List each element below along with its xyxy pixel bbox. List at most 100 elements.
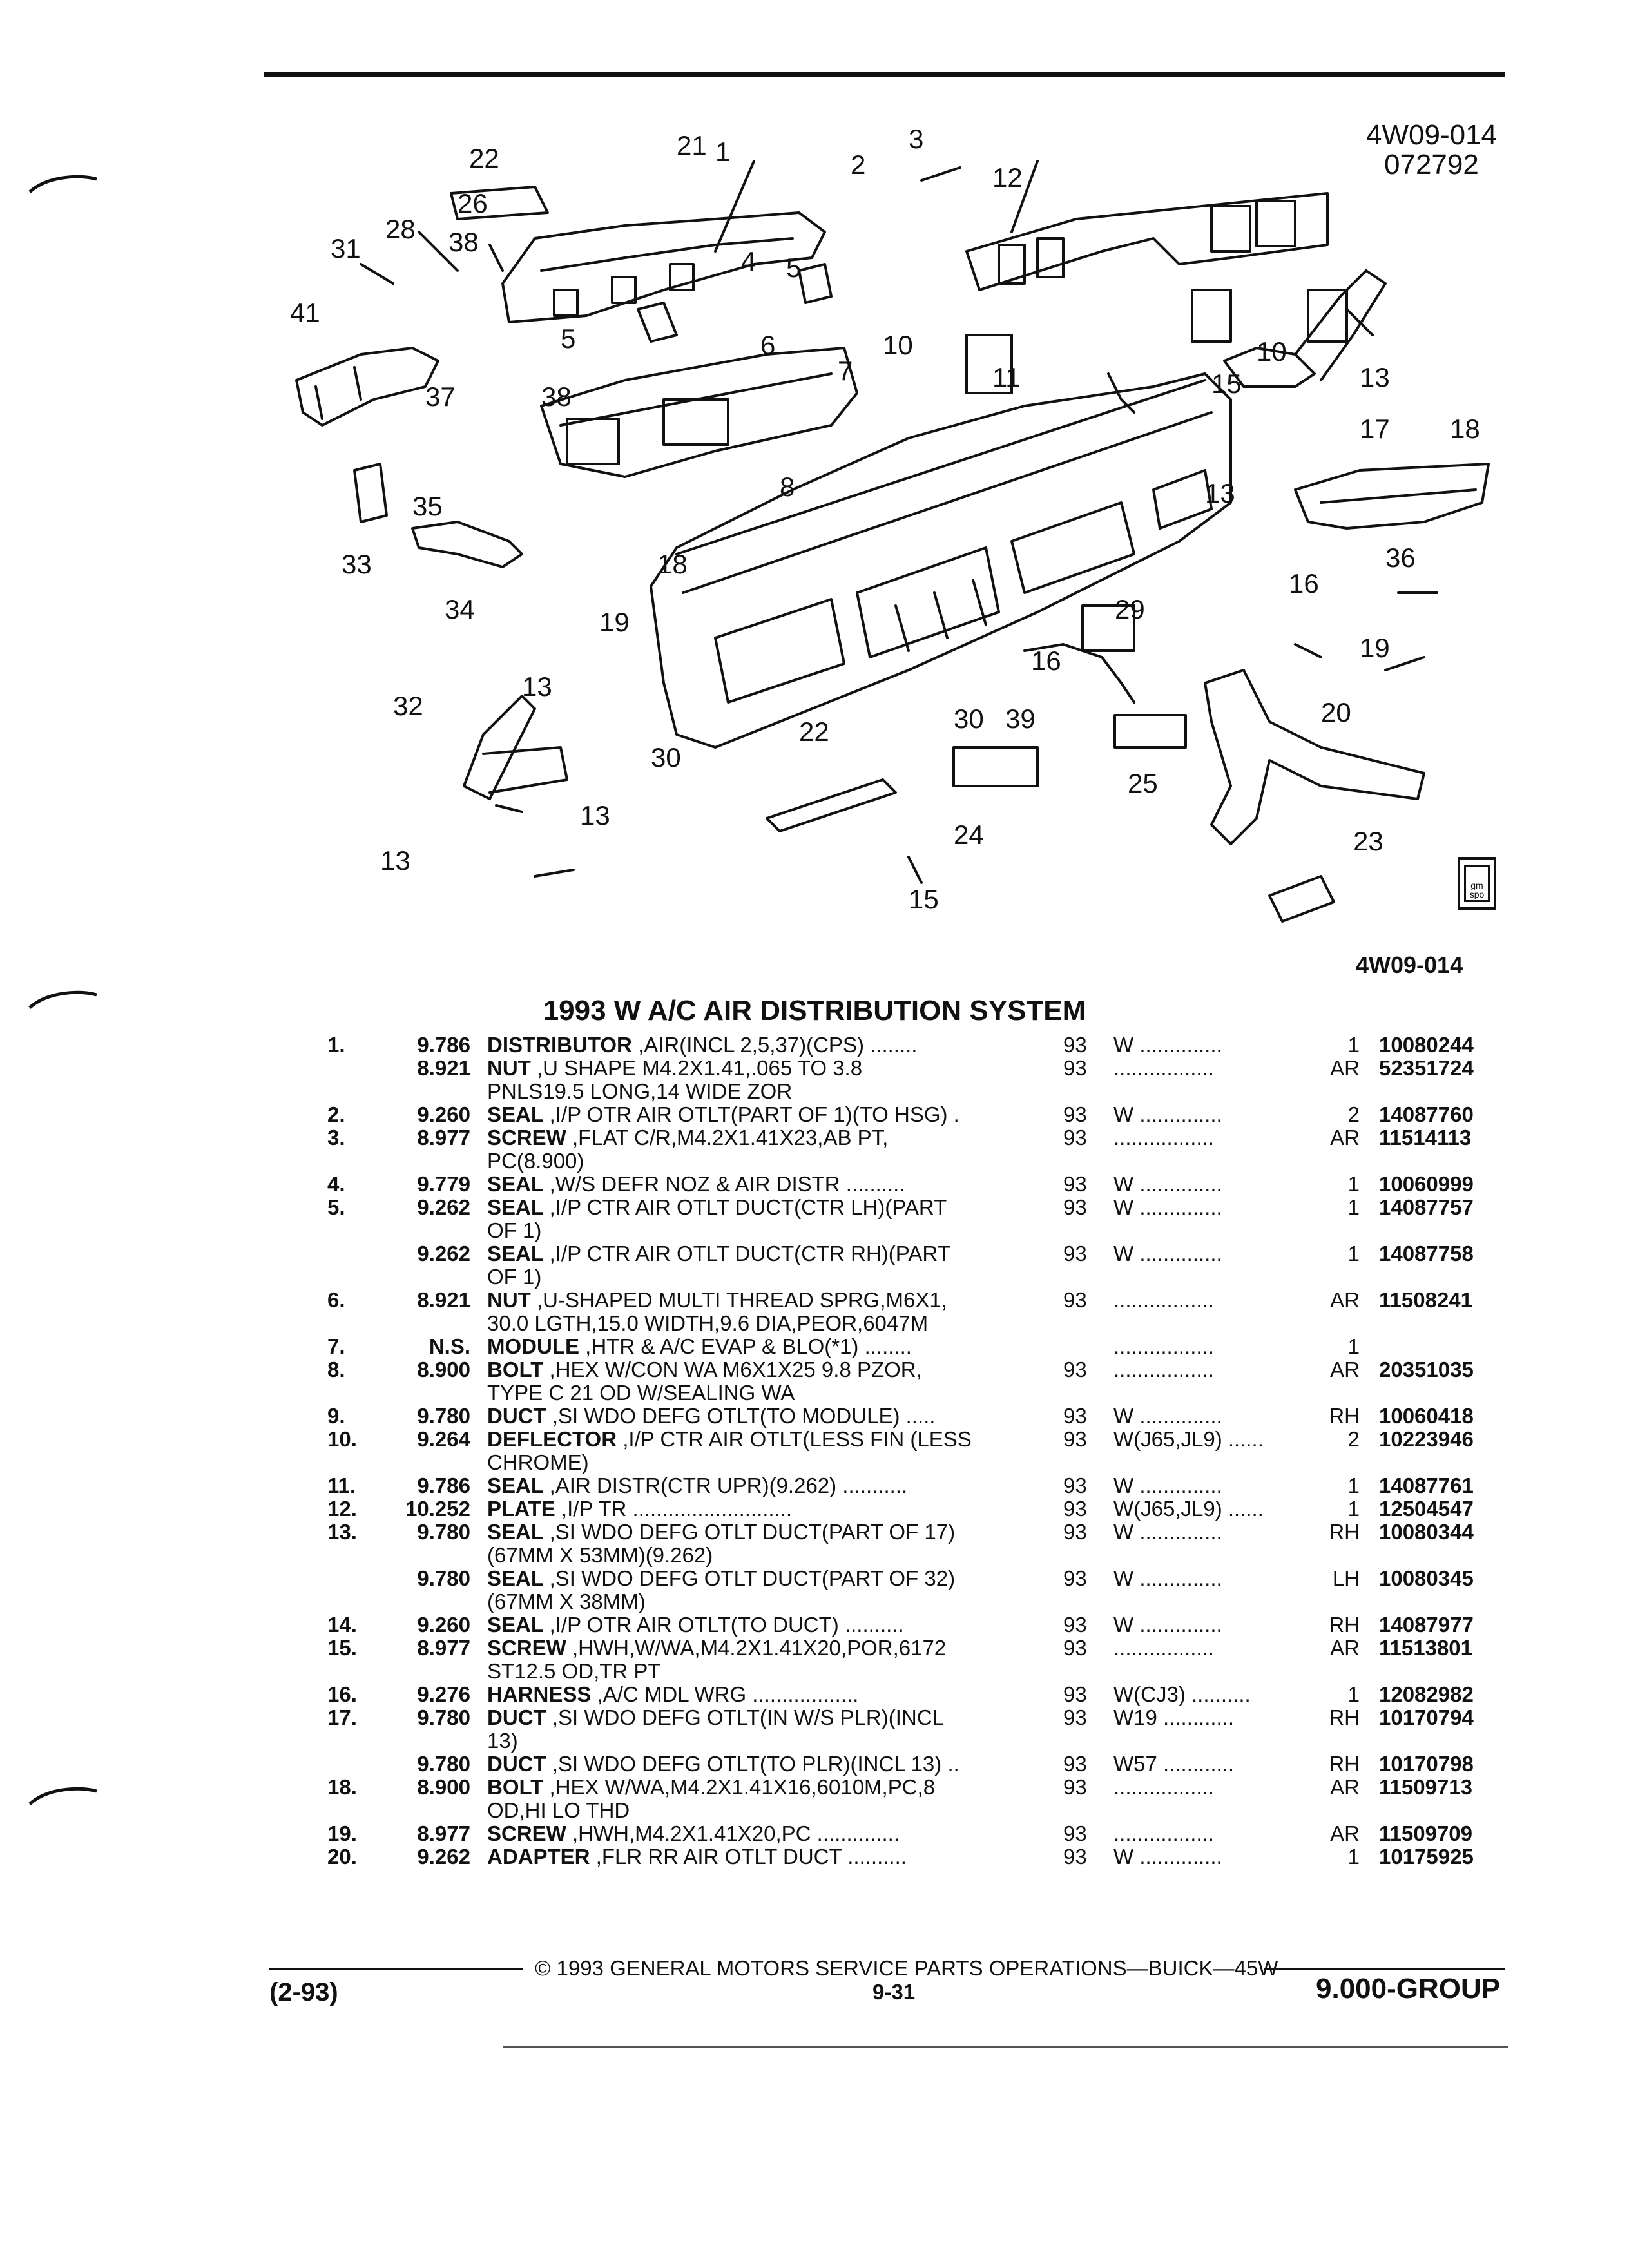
model-year: 93	[1063, 1845, 1087, 1869]
quantity: RH	[1329, 1752, 1360, 1776]
part-description: ,I/P CTR AIR OTLT(LESS FIN (LESS	[622, 1427, 972, 1451]
model: W ..............	[1113, 1520, 1222, 1544]
part-name: PLATE ,I/P TR ..........................…	[487, 1497, 792, 1521]
part-description: ,I/P CTR AIR OTLT DUCT(CTR LH)(PART	[549, 1195, 947, 1219]
group-number: 9.786	[417, 1474, 470, 1497]
group-number: 9.786	[417, 1033, 470, 1057]
part-name: SCREW ,HWH,M4.2X1.41X20,PC .............…	[487, 1822, 900, 1845]
part-index: 11.	[327, 1474, 356, 1497]
part-name-text: SEAL	[487, 1242, 544, 1265]
part-number: 14087757	[1379, 1195, 1474, 1219]
model: W57 ............	[1113, 1752, 1235, 1776]
part-name-text: SEAL	[487, 1613, 544, 1637]
callout: 13	[1205, 478, 1235, 508]
group-number: 9.262	[417, 1195, 470, 1219]
model: W ..............	[1113, 1404, 1222, 1428]
callout: 24	[954, 820, 984, 850]
part-name: SEAL ,I/P OTR AIR OTLT(TO DUCT) ........…	[487, 1613, 904, 1637]
callout: 30	[651, 742, 681, 773]
callout: 5	[786, 253, 801, 283]
footer-rule-left	[269, 1968, 523, 1970]
quantity: 1	[1347, 1033, 1360, 1057]
model: W19 ............	[1113, 1706, 1235, 1729]
callout: 33	[342, 549, 372, 579]
model-year: 93	[1063, 1497, 1087, 1521]
part-number: 10170798	[1379, 1752, 1474, 1776]
part-description: ,I/P OTR AIR OTLT(TO DUCT) ..........	[549, 1613, 904, 1637]
part-name-text: DUCT	[487, 1752, 546, 1776]
group-number: 8.977	[417, 1126, 470, 1149]
part-name-text: DISTRIBUTOR	[487, 1033, 632, 1057]
part-number: 10060999	[1379, 1172, 1474, 1196]
part-index: 12.	[327, 1497, 357, 1521]
part-name-text: NUT	[487, 1288, 531, 1312]
callout: 19	[599, 607, 630, 637]
part-name: DISTRIBUTOR ,AIR(INCL 2,5,37)(CPS) .....…	[487, 1033, 917, 1057]
part-description-continued: 13)	[487, 1729, 518, 1753]
section-title: 1993 W A/C AIR DISTRIBUTION SYSTEM	[543, 995, 1086, 1026]
part-index: 13.	[327, 1520, 357, 1544]
model: .................	[1113, 1288, 1214, 1312]
callout: 3	[909, 124, 923, 154]
part-number: 52351724	[1379, 1056, 1474, 1080]
part-description-continued: 30.0 LGTH,15.0 WIDTH,9.6 DIA,PEOR,6047M	[487, 1311, 929, 1335]
figure-date: 072792	[1384, 149, 1479, 180]
part-number: 20351035	[1379, 1358, 1474, 1381]
floor-duct	[1204, 669, 1425, 845]
part-number: 14087977	[1379, 1613, 1474, 1637]
model: .................	[1113, 1821, 1214, 1845]
callout: 39	[1005, 704, 1036, 734]
part-number: 11509709	[1379, 1821, 1473, 1845]
quantity: LH	[1332, 1566, 1360, 1590]
right-duct	[1223, 347, 1316, 388]
callout: 10	[883, 330, 913, 360]
figure-code-bottom: 4W09-014	[1356, 952, 1463, 978]
model-year: 93	[1063, 1358, 1087, 1381]
model-year: 93	[1063, 1404, 1087, 1428]
model-year: 93	[1063, 1520, 1087, 1544]
part-name: DUCT ,SI WDO DEFG OTLT(IN W/S PLR)(INCL	[487, 1706, 944, 1729]
model: W ..............	[1113, 1474, 1222, 1497]
part-name-text: NUT	[487, 1056, 531, 1080]
part-name-text: DUCT	[487, 1404, 546, 1428]
htr-ac-module	[540, 347, 858, 478]
model: W(J65,JL9) ......	[1113, 1497, 1264, 1521]
part-number: 12504547	[1379, 1497, 1474, 1521]
part-number: 14087761	[1379, 1474, 1474, 1497]
part-index: 20.	[327, 1845, 357, 1869]
part-name: NUT ,U SHAPE M4.2X1.41,.065 TO 3.8	[487, 1057, 862, 1080]
model-year: 93	[1063, 1706, 1087, 1729]
callout: 21	[677, 130, 707, 160]
part-index: 19.	[327, 1821, 357, 1845]
model-year: 93	[1063, 1126, 1087, 1149]
part-description: ,I/P TR ...........................	[561, 1497, 793, 1521]
model-year: 93	[1063, 1636, 1087, 1660]
part-description: ,FLAT C/R,M4.2X1.41X23,AB PT,	[572, 1126, 889, 1149]
quantity: AR	[1330, 1126, 1360, 1149]
quantity: 1	[1347, 1845, 1360, 1869]
part-index: 17.	[327, 1706, 357, 1729]
callout: 32	[393, 691, 423, 721]
right-outlet-duct	[1294, 463, 1490, 530]
group-number: 8.900	[417, 1775, 470, 1799]
callout: 15	[1211, 369, 1242, 399]
part-name: SEAL ,I/P CTR AIR OTLT DUCT(CTR LH)(PART	[487, 1196, 947, 1219]
callout: 38	[541, 381, 572, 412]
callout: 22	[799, 716, 829, 747]
callout: 41	[290, 298, 320, 328]
model-year: 93	[1063, 1752, 1087, 1776]
part-description: ,SI WDO DEFG OTLT(TO MODULE) .....	[552, 1404, 936, 1428]
part-name: HARNESS ,A/C MDL WRG ..................	[487, 1683, 858, 1706]
part-description: ,U-SHAPED MULTI THREAD SPRG,M6X1,	[537, 1288, 947, 1312]
callout: 19	[1360, 633, 1390, 663]
callout: 17	[1360, 414, 1390, 444]
